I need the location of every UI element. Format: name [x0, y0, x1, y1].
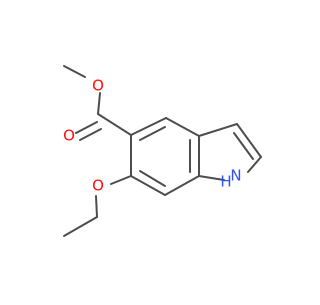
bond-ether-oxygen-ch2	[95, 195, 98, 218]
bonds	[63, 65, 262, 237]
bond-carbonyl-double-b	[79, 128, 102, 141]
bond-c7-c6	[130, 175, 166, 196]
bond-c6-ether-oxygen	[110, 175, 132, 185]
bond-inner-c5-c4	[139, 126, 166, 141]
bond-methyl-oxygen	[63, 65, 86, 78]
indole-nitrogen-label: N	[230, 167, 241, 185]
bond-carbonyl-ring	[97, 113, 132, 136]
indole-hydrogen-label: H	[220, 173, 231, 191]
bond-c4-c3a	[165, 117, 200, 137]
bond-ch2-ch3	[63, 216, 98, 237]
bond-n1-c7a	[198, 175, 225, 181]
carbonyl-oxygen-label: O	[63, 127, 75, 145]
bond-c7a-c7	[164, 175, 200, 196]
bond-c3-c2	[236, 123, 262, 158]
bond-inner-c7-c6	[139, 170, 166, 187]
ether-oxygen-label: O	[92, 177, 104, 195]
bond-c3-c2-inner	[233, 132, 254, 160]
molecule-diagram: O O O N H	[63, 65, 262, 237]
bond-oxygen-carbonyl	[97, 92, 101, 115]
bond-c5-c4	[130, 117, 167, 136]
bond-c2-n1	[247, 156, 262, 173]
structure-drawing: O O O N H	[63, 65, 262, 237]
ester-oxygen-label: O	[92, 77, 104, 95]
bond-carbonyl-double-a	[75, 121, 98, 134]
bond-c3a-c3	[198, 123, 238, 137]
